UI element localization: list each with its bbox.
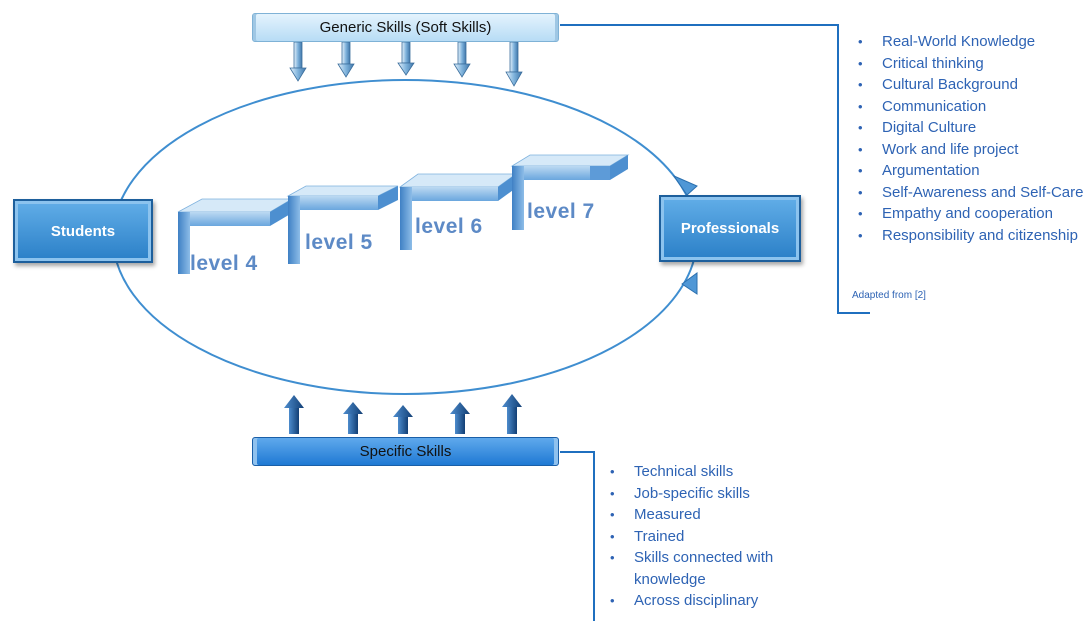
- specific-skill-item: Technical skills: [600, 461, 840, 483]
- generic-skill-item: Communication: [848, 96, 1088, 118]
- students-node: Students: [13, 199, 153, 263]
- generic-skills-banner: Generic Skills (Soft Skills): [252, 13, 559, 42]
- generic-skills-title: Generic Skills (Soft Skills): [319, 19, 492, 36]
- specific-skills-bracket: [560, 451, 595, 621]
- stair-step-level-5: [286, 185, 399, 264]
- down-arrows: [289, 41, 523, 87]
- specific-skill-item: Trained: [600, 526, 840, 548]
- adapted-from-note: Adapted from [2]: [852, 290, 926, 301]
- generic-skill-item: Responsibility and citizenship: [848, 225, 1088, 247]
- up-arrow-icon: [502, 394, 522, 434]
- generic-skill-item: Real-World Knowledge: [848, 31, 1088, 53]
- down-arrow-icon: [505, 41, 523, 87]
- level-5-label: level 5: [305, 231, 373, 254]
- ellipse-arrowhead-bottom: [681, 272, 698, 295]
- level-4-label: level 4: [190, 252, 258, 275]
- students-label: Students: [50, 222, 116, 240]
- professionals-node: Professionals: [659, 195, 801, 262]
- specific-skills-title: Specific Skills: [359, 443, 452, 460]
- specific-skills-banner: Specific Skills: [252, 437, 559, 466]
- stair-step-level-7: [510, 154, 630, 230]
- generic-skill-item: Work and life project: [848, 139, 1088, 161]
- stair-step-level-6: [398, 173, 518, 250]
- specific-skills-list: Technical skills Job-specific skills Mea…: [600, 461, 840, 612]
- specific-skill-item: Measured: [600, 504, 840, 526]
- staircase: [177, 154, 630, 274]
- generic-skill-item: Argumentation: [848, 160, 1088, 182]
- generic-skill-item: Digital Culture: [848, 117, 1088, 139]
- down-arrow-icon: [337, 41, 355, 78]
- specific-skill-item: Skills connected with knowledge: [600, 547, 840, 590]
- specific-skill-item: Job-specific skills: [600, 483, 840, 505]
- up-arrow-icon: [450, 402, 470, 434]
- generic-skills-list: Real-World Knowledge Critical thinking C…: [848, 31, 1088, 246]
- generic-skill-item: Empathy and cooperation: [848, 203, 1088, 225]
- up-arrow-icon: [393, 405, 413, 434]
- up-arrow-icon: [343, 402, 363, 434]
- stair-step-level-4: [177, 198, 294, 274]
- generic-skill-item: Self-Awareness and Self-Care: [848, 182, 1088, 204]
- level-6-label: level 6: [415, 215, 483, 238]
- down-arrow-icon: [453, 41, 471, 78]
- level-7-label: level 7: [527, 200, 595, 223]
- up-arrows: [284, 394, 522, 434]
- ellipse-arrowhead-top: [672, 174, 698, 196]
- generic-skill-item: Critical thinking: [848, 53, 1088, 75]
- specific-skill-item: Across disciplinary: [600, 590, 840, 612]
- generic-skills-bracket: [560, 24, 870, 314]
- down-arrow-icon: [289, 41, 307, 82]
- professionals-label: Professionals: [680, 220, 780, 237]
- up-arrow-icon: [284, 395, 304, 434]
- down-arrow-icon: [397, 41, 415, 76]
- generic-skill-item: Cultural Background: [848, 74, 1088, 96]
